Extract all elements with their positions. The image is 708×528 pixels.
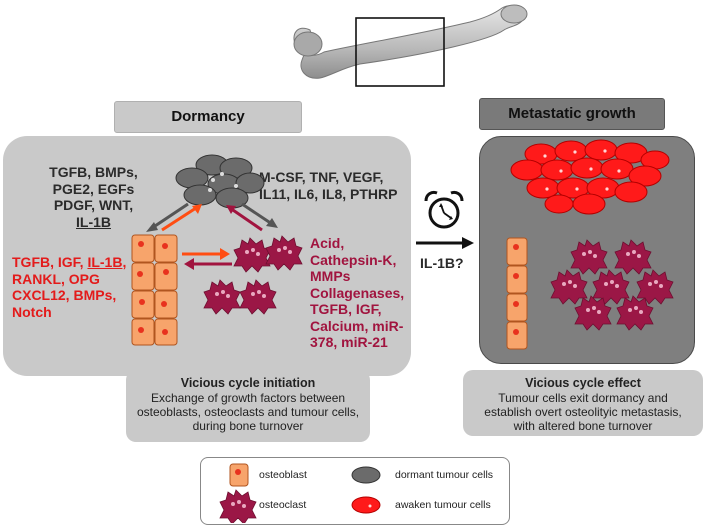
dormant-tumour-cluster <box>175 154 265 209</box>
osteoclast-group-dormancy <box>203 235 303 315</box>
left-top-factors: TGFB, BMPs, PGE2, EGFs PDGF, WNT, IL-1B <box>49 164 138 230</box>
legend-awaken-label: awaken tumour cells <box>395 499 491 511</box>
alarm-clock-icon <box>424 190 464 229</box>
osteoblast-column <box>131 234 178 346</box>
legend-dormant-label: dormant tumour cells <box>395 469 494 481</box>
osteoblast-factors: TGFB, IGF, IL-1B, RANKL, OPG CXCL12, BMP… <box>12 254 127 320</box>
legend-osteoblast-label: osteoblast <box>259 469 307 481</box>
legend-osteoclast-label: osteoclast <box>259 499 307 511</box>
osteoclast-group-metastatic <box>550 239 674 331</box>
transition-label: IL-1B? <box>420 255 464 271</box>
right-top-factors: M-CSF, TNF, VEGF, IL11, IL6, IL8, PTHRP <box>259 169 398 202</box>
arrow-right-icon <box>416 237 474 249</box>
legend-dormant-symbol <box>351 466 381 484</box>
awaken-tumour-cluster <box>510 139 670 215</box>
metastatic-graphics <box>506 139 674 350</box>
legend-awaken-symbol <box>351 496 381 514</box>
dormancy-header: Dormancy <box>114 101 302 133</box>
osteoblast-osteoclast-arrows <box>182 248 232 270</box>
initiation-note: Vicious cycle initiation Exchange of gro… <box>126 370 370 442</box>
effect-note: Vicious cycle effect Tumour cells exit d… <box>463 370 703 436</box>
osteoclast-factors: Acid, Cathepsin-K, MMPs Collagenases, TG… <box>310 235 405 350</box>
metastatic-header: Metastatic growth <box>479 98 665 130</box>
legend-osteoblast-symbol <box>229 463 249 487</box>
osteoblast-column-metastatic <box>506 237 528 350</box>
dormancy-graphics <box>146 154 278 270</box>
osteoblast-tumour-arrows <box>146 202 202 232</box>
osteoclast-tumour-arrows <box>226 202 278 232</box>
bone-illustration <box>293 4 528 87</box>
legend-osteoclast-symbol <box>219 489 257 523</box>
legend-symbols <box>219 463 381 523</box>
